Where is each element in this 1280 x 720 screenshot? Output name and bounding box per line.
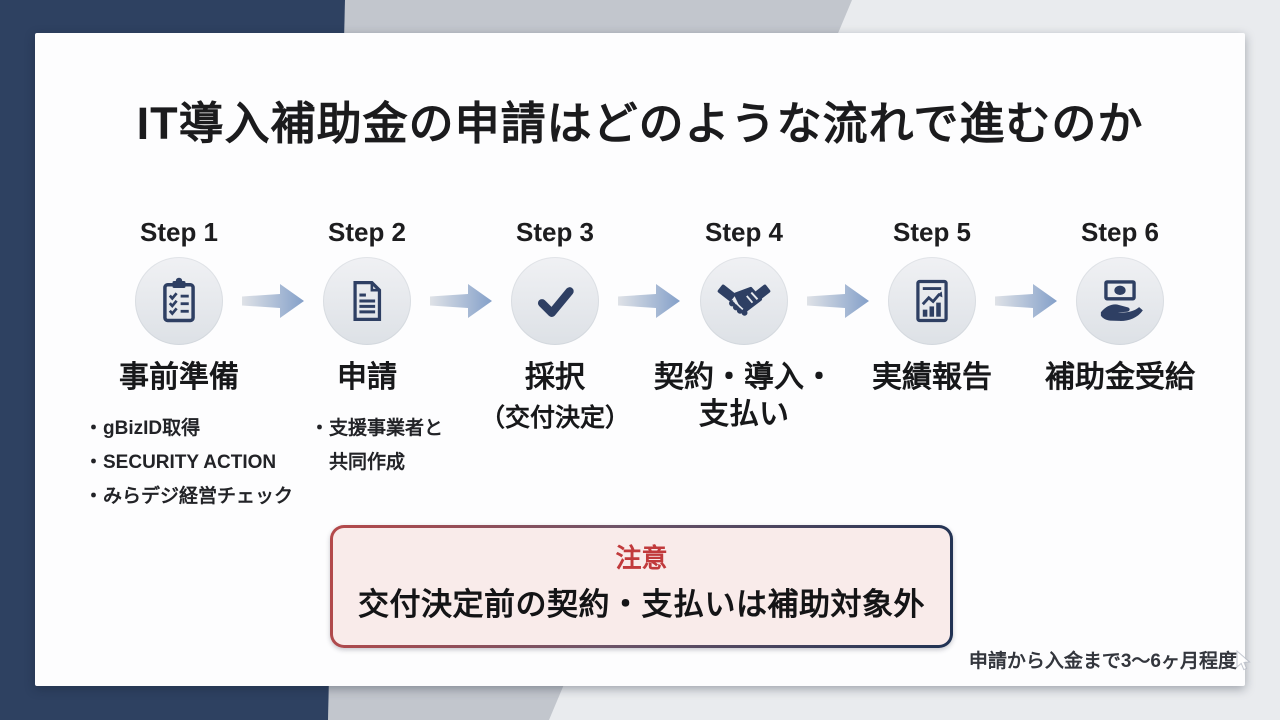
bullet-item: ・支援事業者と [310,418,444,439]
step-circle [135,257,223,345]
bullet-item: 共同作成 [329,452,406,473]
handshake-icon [717,284,771,316]
mouse-cursor-icon [1236,650,1251,671]
step-circle [1076,257,1164,345]
step-label: Step 3 [515,217,595,247]
arrow-right-icon [995,284,1057,318]
bullet-item: ・SECURITY ACTION [84,452,277,473]
step-name: 補助金受給 [1045,361,1195,394]
slide-card: IT導入補助金の申請はどのような流れで進むのか Step 1 事前準備 [35,33,1245,686]
step-label: Step 6 [1080,217,1160,247]
step1-bullet-list: ・gBizID取得 ・SECURITY ACTION ・みらデジ経営チェック [84,412,293,514]
money-hand-icon [1100,280,1143,321]
page-title: IT導入補助金の申請はどのような流れで進むのか [136,98,1144,149]
bullet-item: ・gBizID取得 [84,418,201,439]
step-subtitle: （交付決定） [479,404,630,432]
report-chart-icon [916,279,948,323]
arrow-right-icon [618,284,680,318]
document-icon [353,280,382,322]
arrow-right-icon [242,284,304,318]
clipboard-checklist-icon [163,277,195,323]
step-column-2: Step 2 申請 [272,213,462,396]
step2-bullet-list: ・支援事業者と 共同作成 [310,412,443,480]
step-circle [700,257,788,345]
step-circle [511,257,599,345]
step-label: Step 5 [892,217,972,247]
step-column-6: Step 6 補助金受給 [1025,213,1215,396]
checkmark-icon [537,287,574,317]
step-column-3: Step 3 採択 （交付決定） [460,213,650,434]
notice-heading: 注意 [615,543,668,573]
step-name: 事前準備 [119,361,239,394]
step-column-1: Step 1 事前準備 [84,213,274,396]
step-circle [888,257,976,345]
step-name: 契約・導入・ 支払い [654,361,834,431]
arrow-right-icon [807,284,869,318]
notice-box-inner: 注意 交付決定前の契約・支払いは補助対象外 [333,528,950,645]
step-label: Step 4 [704,217,784,247]
step-label: Step 2 [327,217,407,247]
bullet-item: ・みらデジ経営チェック [84,486,294,507]
duration-note: 申請から入金まで3〜6ヶ月程度 [968,651,1237,672]
step-circle [323,257,411,345]
step-name: 実績報告 [872,361,992,394]
step-name: 採択 [525,361,585,394]
arrow-right-icon [430,284,492,318]
step-label: Step 1 [139,217,219,247]
step-column-4: Step 4 契約・導入・ 支払い [649,213,839,433]
step-name: 申請 [337,361,397,394]
notice-box: 注意 交付決定前の契約・支払いは補助対象外 [330,525,953,648]
step-column-5: Step 5 実績報告 [837,213,1027,396]
notice-body: 交付決定前の契約・支払いは補助対象外 [358,587,925,622]
